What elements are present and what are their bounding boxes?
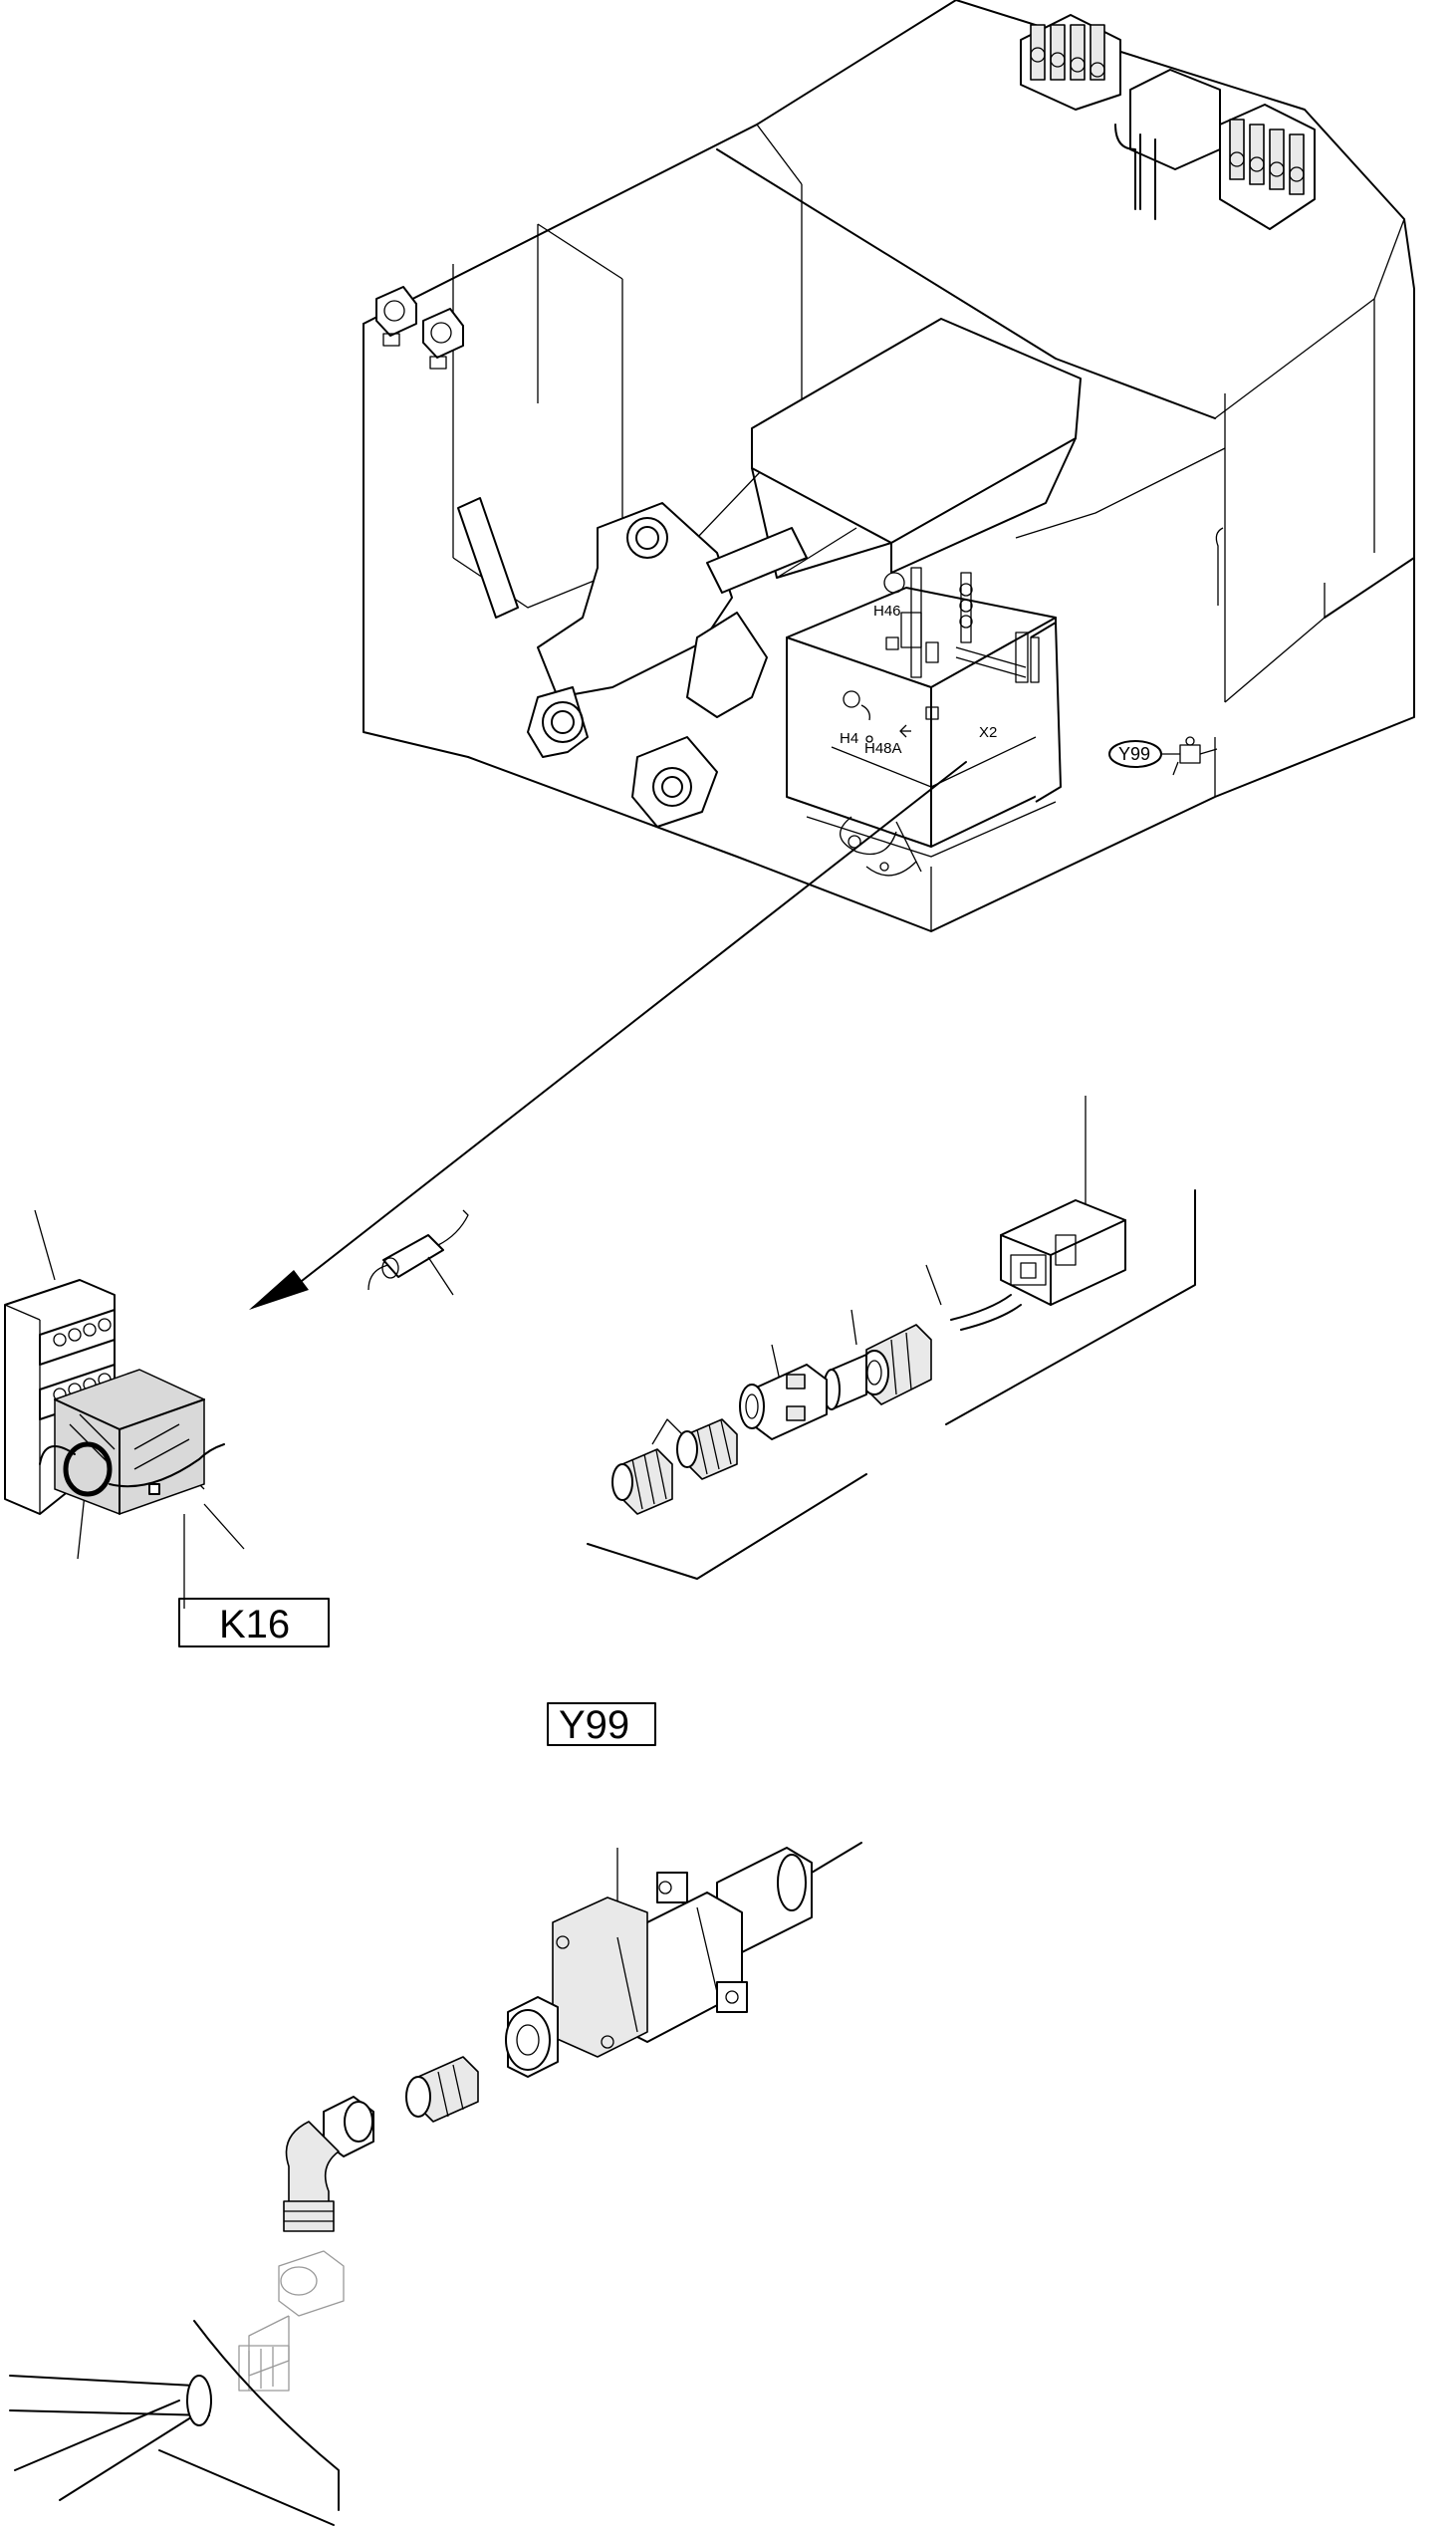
elbow-fitting-lower	[238, 2250, 345, 2392]
spring-inserts	[611, 1418, 738, 1515]
hose-nipple	[405, 2056, 479, 2123]
y99-callout-oval: Y99	[1108, 736, 1218, 776]
detail-leader-arrow	[249, 761, 967, 1310]
label-h46: H46	[873, 603, 901, 620]
diode	[367, 1209, 469, 1296]
electrical-cabinet: H46 H4 H48A X2	[786, 567, 1062, 877]
air-filters-top	[1020, 14, 1316, 230]
machine-overview: H46 H4 H48A X2 Y99	[363, 0, 1415, 932]
elbow-fitting-upper	[283, 2096, 374, 2232]
label-h4: H4	[840, 730, 858, 747]
label-y99-oval: Y99	[1118, 744, 1150, 764]
connector-sleeve	[739, 1364, 828, 1440]
label-x2: X2	[979, 724, 997, 741]
boom-arm-left	[527, 502, 768, 828]
valve-y99-detail: Y99	[9, 1702, 862, 2526]
label-y99-box: Y99	[559, 1703, 629, 1747]
connector-x2-detail	[587, 1096, 1196, 1580]
relay-k16-detail: K16	[4, 1209, 469, 1647]
central-hopper	[706, 318, 1082, 594]
cable-gland	[823, 1324, 932, 1410]
label-h48a: H48A	[864, 740, 902, 757]
work-lights-left	[375, 286, 464, 370]
wall-hook	[1215, 527, 1224, 606]
pipe-and-tank	[9, 2320, 340, 2526]
label-k16: K16	[219, 1603, 290, 1646]
